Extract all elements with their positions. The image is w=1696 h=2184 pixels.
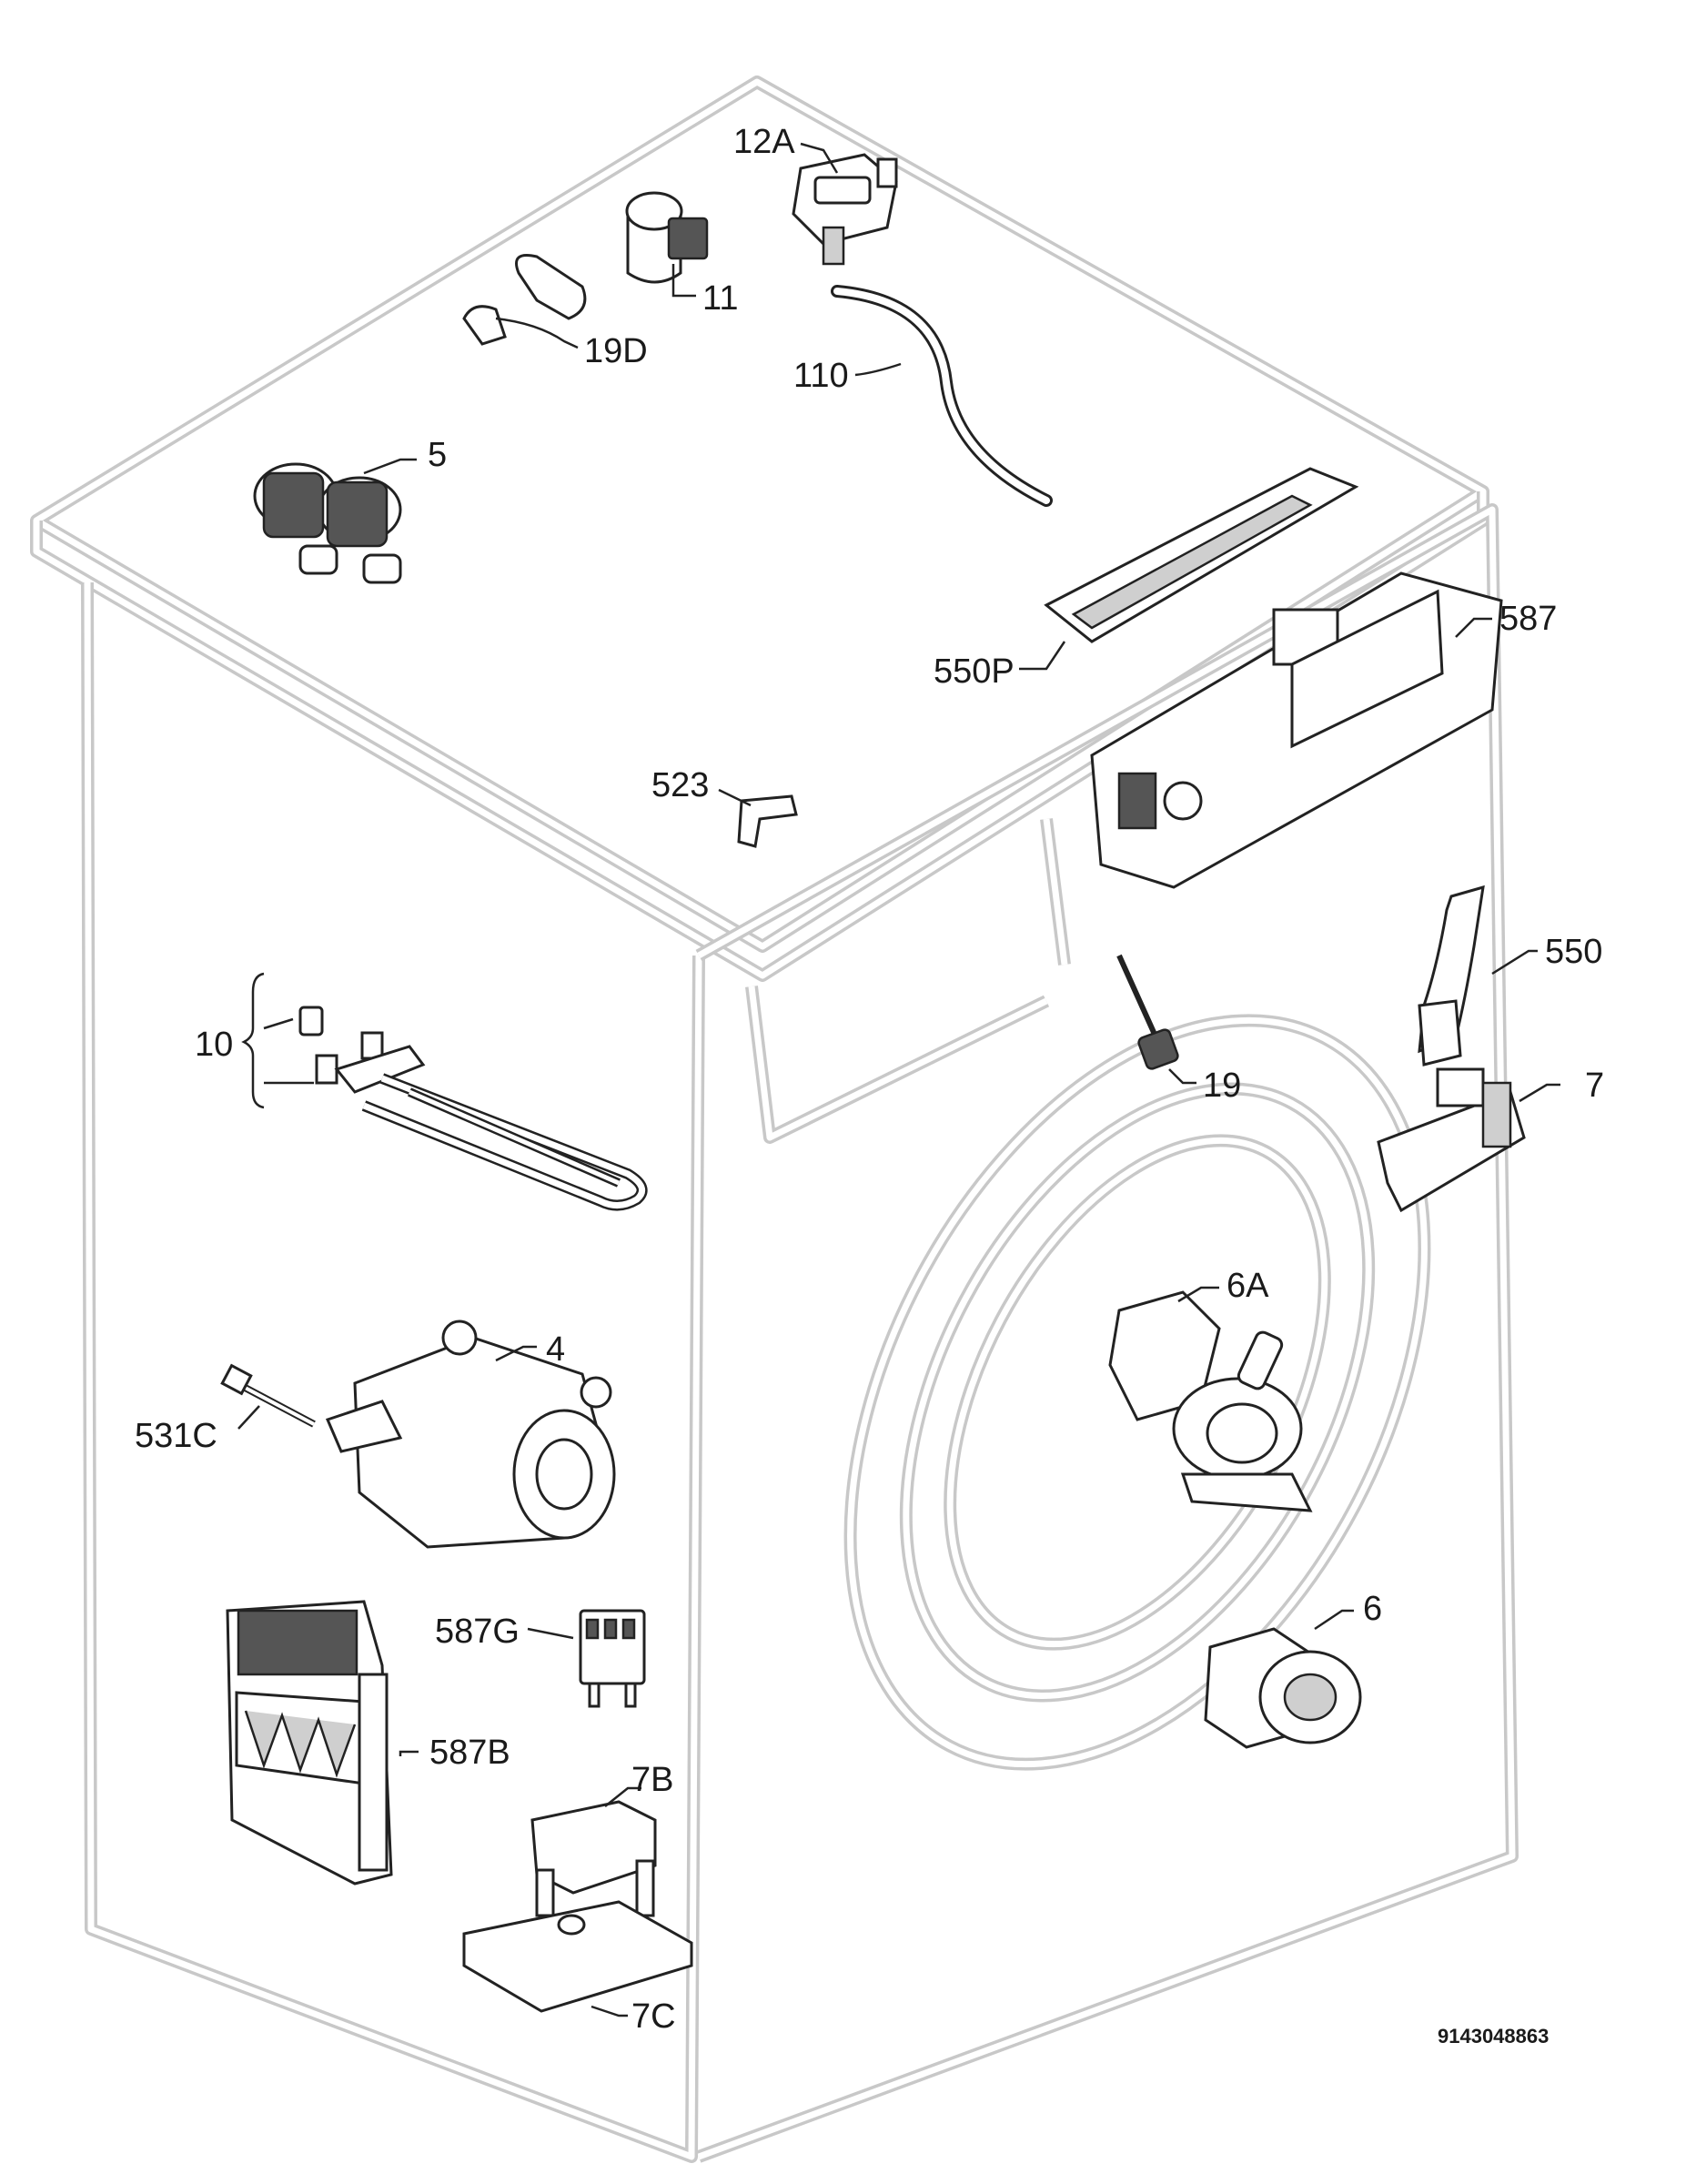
label-531C: 531C: [135, 1417, 217, 1455]
label-587G: 587G: [435, 1613, 520, 1651]
label-6A: 6A: [1227, 1267, 1269, 1305]
part-550P: 550P: [934, 467, 1359, 691]
label-10: 10: [195, 1026, 233, 1064]
part-6A: 6A: [1108, 1267, 1313, 1512]
label-110: 110: [793, 357, 849, 395]
label-7B: 7B: [631, 1761, 673, 1799]
label-19D: 19D: [584, 332, 648, 370]
label-587B: 587B: [429, 1734, 510, 1772]
part-4: 4: [325, 1320, 616, 1549]
part-7C: 7C: [462, 1900, 693, 2036]
label-4: 4: [546, 1330, 565, 1369]
label-5: 5: [428, 436, 447, 474]
part-19: 19: [1116, 954, 1241, 1105]
label-7C: 7C: [631, 1997, 676, 2036]
cabinet-outline: [30, 76, 1519, 2163]
part-587G: 587G: [435, 1609, 646, 1708]
label-19: 19: [1203, 1067, 1241, 1105]
part-523: 523: [651, 766, 798, 848]
part-531C: 531C: [135, 1363, 316, 1455]
part-550: 550: [1418, 885, 1602, 1067]
label-12A: 12A: [733, 123, 795, 161]
diagram-code: 9143048863: [1438, 2025, 1549, 2048]
part-7: 7: [1377, 1067, 1604, 1213]
part-6: 6: [1204, 1590, 1382, 1749]
label-550: 550: [1545, 933, 1602, 971]
part-10: 10: [195, 972, 648, 1211]
part-110: 110: [793, 285, 1053, 507]
part-7B: 7B: [530, 1761, 673, 1917]
label-7: 7: [1585, 1067, 1604, 1105]
label-6: 6: [1363, 1590, 1382, 1628]
part-5: 5: [253, 436, 447, 584]
part-587B: 587B: [226, 1600, 510, 1886]
part-12A: 12A: [733, 123, 898, 266]
part-19D: 19D: [462, 254, 648, 370]
label-11: 11: [702, 279, 738, 318]
label-523: 523: [651, 766, 709, 804]
label-550P: 550P: [934, 652, 1015, 691]
part-587: 587: [1090, 571, 1557, 889]
part-11: 11: [625, 191, 738, 318]
label-587: 587: [1499, 600, 1557, 638]
